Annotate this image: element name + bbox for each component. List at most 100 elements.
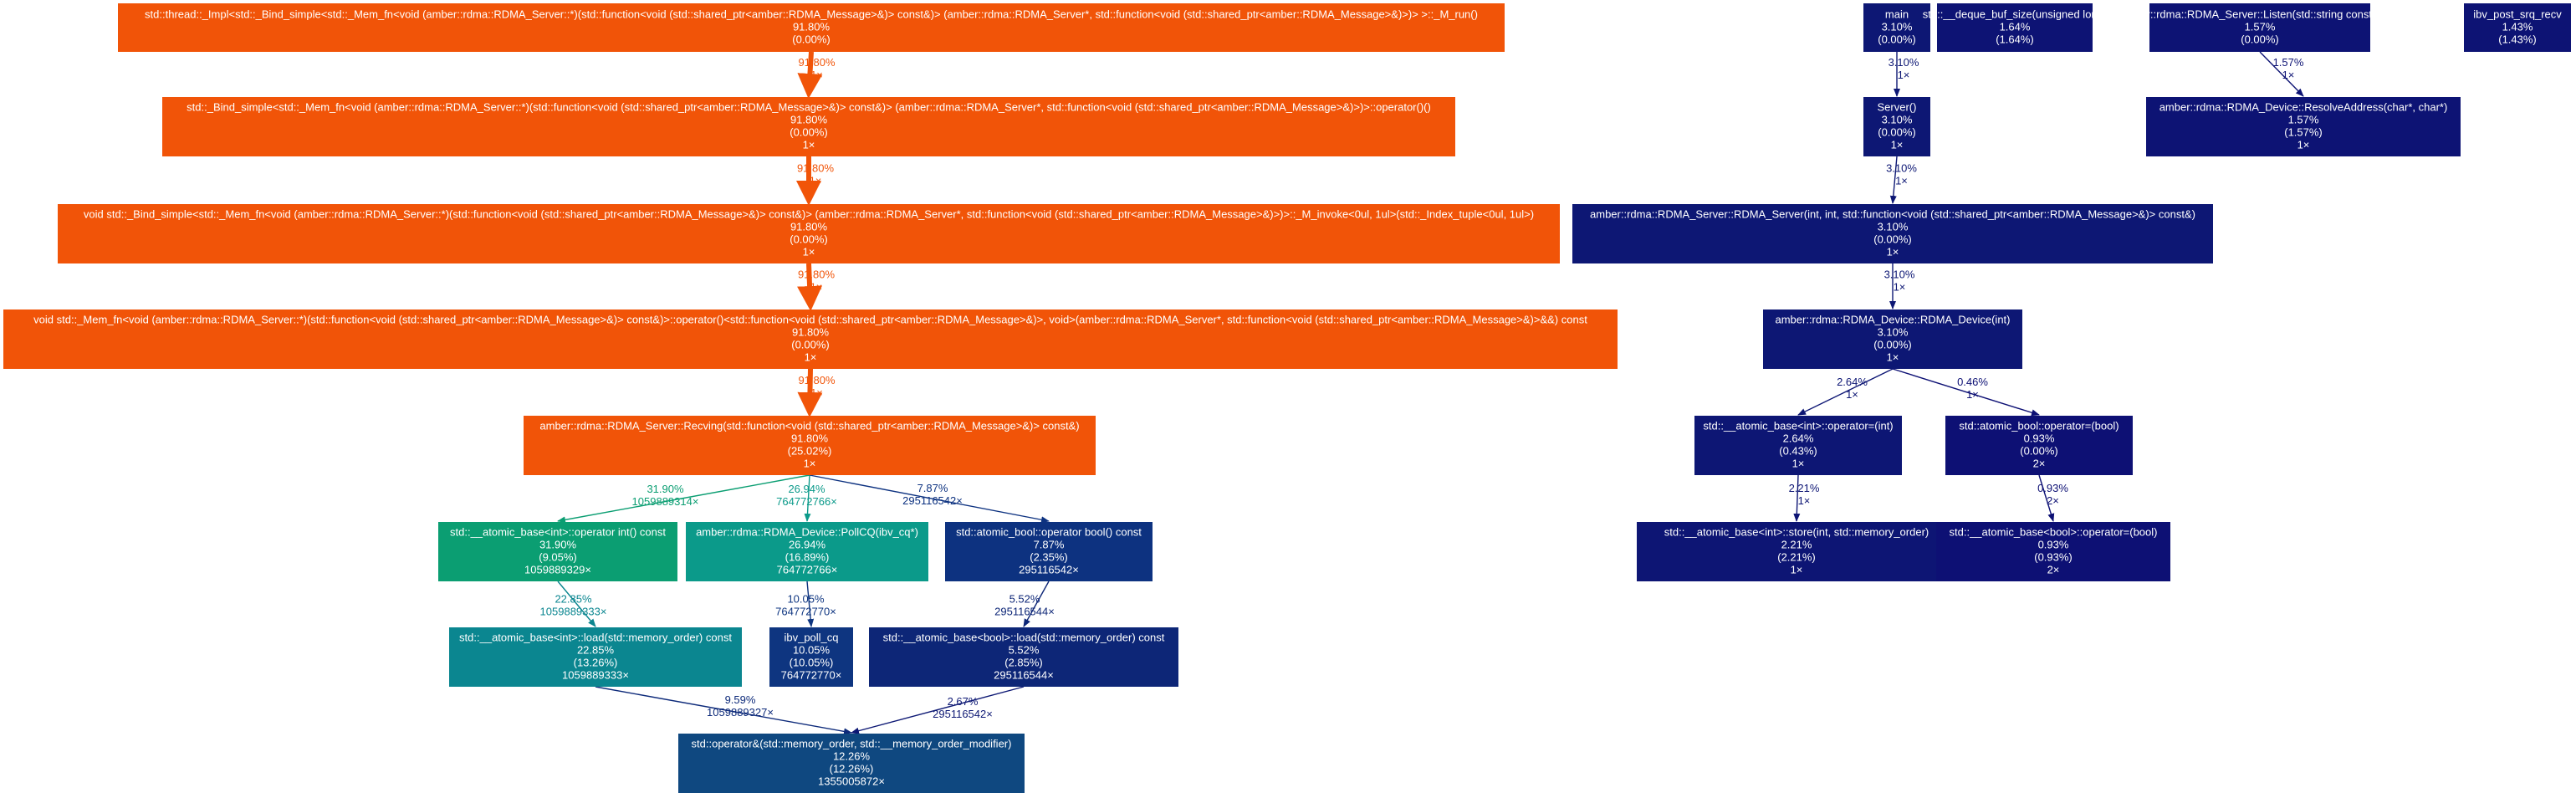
edge-calls-label: 1× <box>1894 281 1906 294</box>
node-bind-call[interactable]: std::_Bind_simple<std::_Mem_fn<void (amb… <box>162 97 1455 156</box>
edge-percent-label: 9.59% <box>725 693 756 706</box>
node-call-count: 1059889329× <box>524 564 591 576</box>
node-function-label: std::__atomic_base<bool>::operator=(bool… <box>1950 526 2158 539</box>
node-function-label: void std::_Mem_fn<void (amber::rdma::RDM… <box>33 314 1587 326</box>
node-atomic-int-assign[interactable]: std::__atomic_base<int>::operator=(int)2… <box>1694 416 1902 475</box>
edge-n_atomic_int_load-to-n_operator_and: 9.59%1059889327× <box>595 686 852 735</box>
node-rdma-device-ctor[interactable]: amber::rdma::RDMA_Device::RDMA_Device(in… <box>1763 309 2022 369</box>
node-listen[interactable]: amber::rdma::RDMA_Server::Listen(std::st… <box>2119 3 2400 52</box>
edge-percent-label: 2.67% <box>948 695 979 708</box>
node-function-label: std::atomic_bool::operator=(bool) <box>1959 420 2119 432</box>
node-inclusive-percent: 1.57% <box>2288 114 2319 126</box>
node-function-label: amber::rdma::RDMA_Server::Listen(std::st… <box>2119 8 2400 21</box>
edge-n_thread_run-to-n_bind_call: 91.80%1× <box>797 51 836 99</box>
edge-n_atomic_bool_assign-to-n_atomic_bool_base_assign: 0.93%2× <box>2037 474 2068 522</box>
edge-line <box>804 474 811 522</box>
edge-calls-label: 1× <box>810 386 823 399</box>
edge-percent-label: 0.46% <box>1957 376 1988 388</box>
node-call-count: 1× <box>805 351 817 364</box>
node-atomic-int-store[interactable]: std::__atomic_base<int>::store(int, std:… <box>1637 522 1956 581</box>
node-inclusive-percent: 91.80% <box>792 326 830 339</box>
node-function-label: amber::rdma::RDMA_Server::Recving(std::f… <box>539 420 1079 432</box>
node-call-count: 1× <box>1887 246 1899 258</box>
node-self-percent: (1.43%) <box>2498 33 2537 46</box>
edge-calls-label: 1× <box>1798 494 1811 507</box>
node-self-percent: (0.00%) <box>1878 33 1916 46</box>
node-box <box>162 97 1455 156</box>
edge-n_rdma_server_ctor-to-n_rdma_device_ctor: 3.10%1× <box>1884 263 1915 309</box>
node-atomic-bool-load[interactable]: std::__atomic_base<bool>::load(std::memo… <box>869 627 1178 687</box>
node-deque[interactable]: std::__deque_buf_size(unsigned long)1.64… <box>1923 3 2107 52</box>
node-inclusive-percent: 1.57% <box>2245 21 2276 33</box>
node-operator-and[interactable]: std::operator&(std::memory_order, std::_… <box>678 734 1025 793</box>
nodes-layer: std::thread::_Impl<std::_Bind_simple<std… <box>3 3 2571 793</box>
node-m-invoke[interactable]: void std::_Bind_simple<std::_Mem_fn<void… <box>58 204 1560 263</box>
node-box <box>869 627 1178 687</box>
edge-percent-label: 91.80% <box>797 162 835 175</box>
node-atomic-bool-assign[interactable]: std::atomic_bool::operator=(bool)0.93%(0… <box>1945 416 2133 475</box>
node-pollcq[interactable]: amber::rdma::RDMA_Device::PollCQ(ibv_cq*… <box>686 522 928 581</box>
edge-n_main-to-n_server: 3.10%1× <box>1889 52 1919 97</box>
edge-line <box>797 51 823 99</box>
node-function-label: amber::rdma::RDMA_Device::ResolveAddress… <box>2159 101 2448 114</box>
node-self-percent: (0.00%) <box>1873 339 1912 351</box>
edge-calls-label: 2× <box>2047 494 2059 507</box>
node-recving[interactable]: amber::rdma::RDMA_Server::Recving(std::f… <box>524 416 1096 475</box>
edge-n_recving-to-n_pollcq: 26.94%764772766× <box>776 474 837 522</box>
node-function-label: main <box>1885 8 1909 21</box>
node-box <box>524 416 1096 475</box>
edge-n_recving-to-n_atomic_bool_op: 7.87%295116542× <box>809 474 1050 524</box>
edge-line <box>1023 581 1050 627</box>
edge-calls-label: 1× <box>2282 69 2295 81</box>
node-rdma-server-ctor[interactable]: amber::rdma::RDMA_Server::RDMA_Server(in… <box>1572 204 2213 263</box>
node-atomic-int-op[interactable]: std::__atomic_base<int>::operator int() … <box>438 522 677 581</box>
node-atomic-bool-op[interactable]: std::atomic_bool::operator bool() const7… <box>945 522 1153 581</box>
edge-percent-label: 3.10% <box>1884 269 1915 281</box>
edge-n_atomic_int_op-to-n_atomic_int_load: 22.85%1059889333× <box>540 581 606 627</box>
node-inclusive-percent: 3.10% <box>1878 221 1909 233</box>
edge-calls-label: 1× <box>1898 69 1910 81</box>
edge-n_recving-to-n_atomic_int_op: 31.90%1059889314× <box>557 474 810 524</box>
edge-line <box>2038 474 2055 522</box>
node-function-label: ibv_poll_cq <box>784 632 838 644</box>
edge-percent-label: 26.94% <box>788 483 825 495</box>
node-function-label: std::_Bind_simple<std::_Mem_fn<void (amb… <box>187 101 1431 114</box>
node-function-label: ibv_post_srq_recv <box>2473 8 2562 21</box>
node-inclusive-percent: 2.64% <box>1783 432 1814 445</box>
node-atomic-int-load[interactable]: std::__atomic_base<int>::load(std::memor… <box>449 627 742 687</box>
node-inclusive-percent: 3.10% <box>1882 114 1913 126</box>
edge-percent-label: 2.21% <box>1789 482 1820 494</box>
edge-percent-label: 10.05% <box>787 593 825 606</box>
edge-n_atomic_bool_op-to-n_atomic_bool_load: 5.52%295116544× <box>994 581 1055 627</box>
node-self-percent: (1.57%) <box>2284 126 2323 139</box>
node-server[interactable]: Server()3.10%(0.00%)1× <box>1863 97 1930 156</box>
node-inclusive-percent: 2.21% <box>1781 539 1812 551</box>
edge-percent-label: 0.93% <box>2037 482 2068 494</box>
node-box <box>678 734 1025 793</box>
node-call-count: 2× <box>2047 564 2060 576</box>
node-box <box>1637 522 1956 581</box>
edge-line <box>557 581 596 627</box>
node-thread-run[interactable]: std::thread::_Impl<std::_Bind_simple<std… <box>118 3 1505 52</box>
node-self-percent: (16.89%) <box>785 551 830 564</box>
edge-calls-label: 1059889327× <box>707 706 774 719</box>
edge-line <box>2259 51 2304 97</box>
edge-calls-label: 1059889314× <box>632 495 699 508</box>
edge-n_m_invoke-to-n_mem_fn: 91.80%1× <box>797 263 835 311</box>
edge-n_listen-to-n_resolve: 1.57%1× <box>2259 51 2304 97</box>
node-call-count: 1× <box>1792 458 1805 470</box>
node-self-percent: (0.00%) <box>791 339 830 351</box>
node-mem-fn[interactable]: void std::_Mem_fn<void (amber::rdma::RDM… <box>3 309 1618 369</box>
node-atomic-bool-base-assign[interactable]: std::__atomic_base<bool>::operator=(bool… <box>1936 522 2170 581</box>
node-box <box>2146 97 2461 156</box>
node-self-percent: (0.00%) <box>790 233 828 246</box>
node-self-percent: (2.21%) <box>1777 551 1816 564</box>
edge-calls-label: 295116542× <box>902 494 963 507</box>
node-call-count: 1× <box>1891 139 1904 151</box>
node-resolve[interactable]: amber::rdma::RDMA_Device::ResolveAddress… <box>2146 97 2461 156</box>
node-self-percent: (0.00%) <box>790 126 828 139</box>
